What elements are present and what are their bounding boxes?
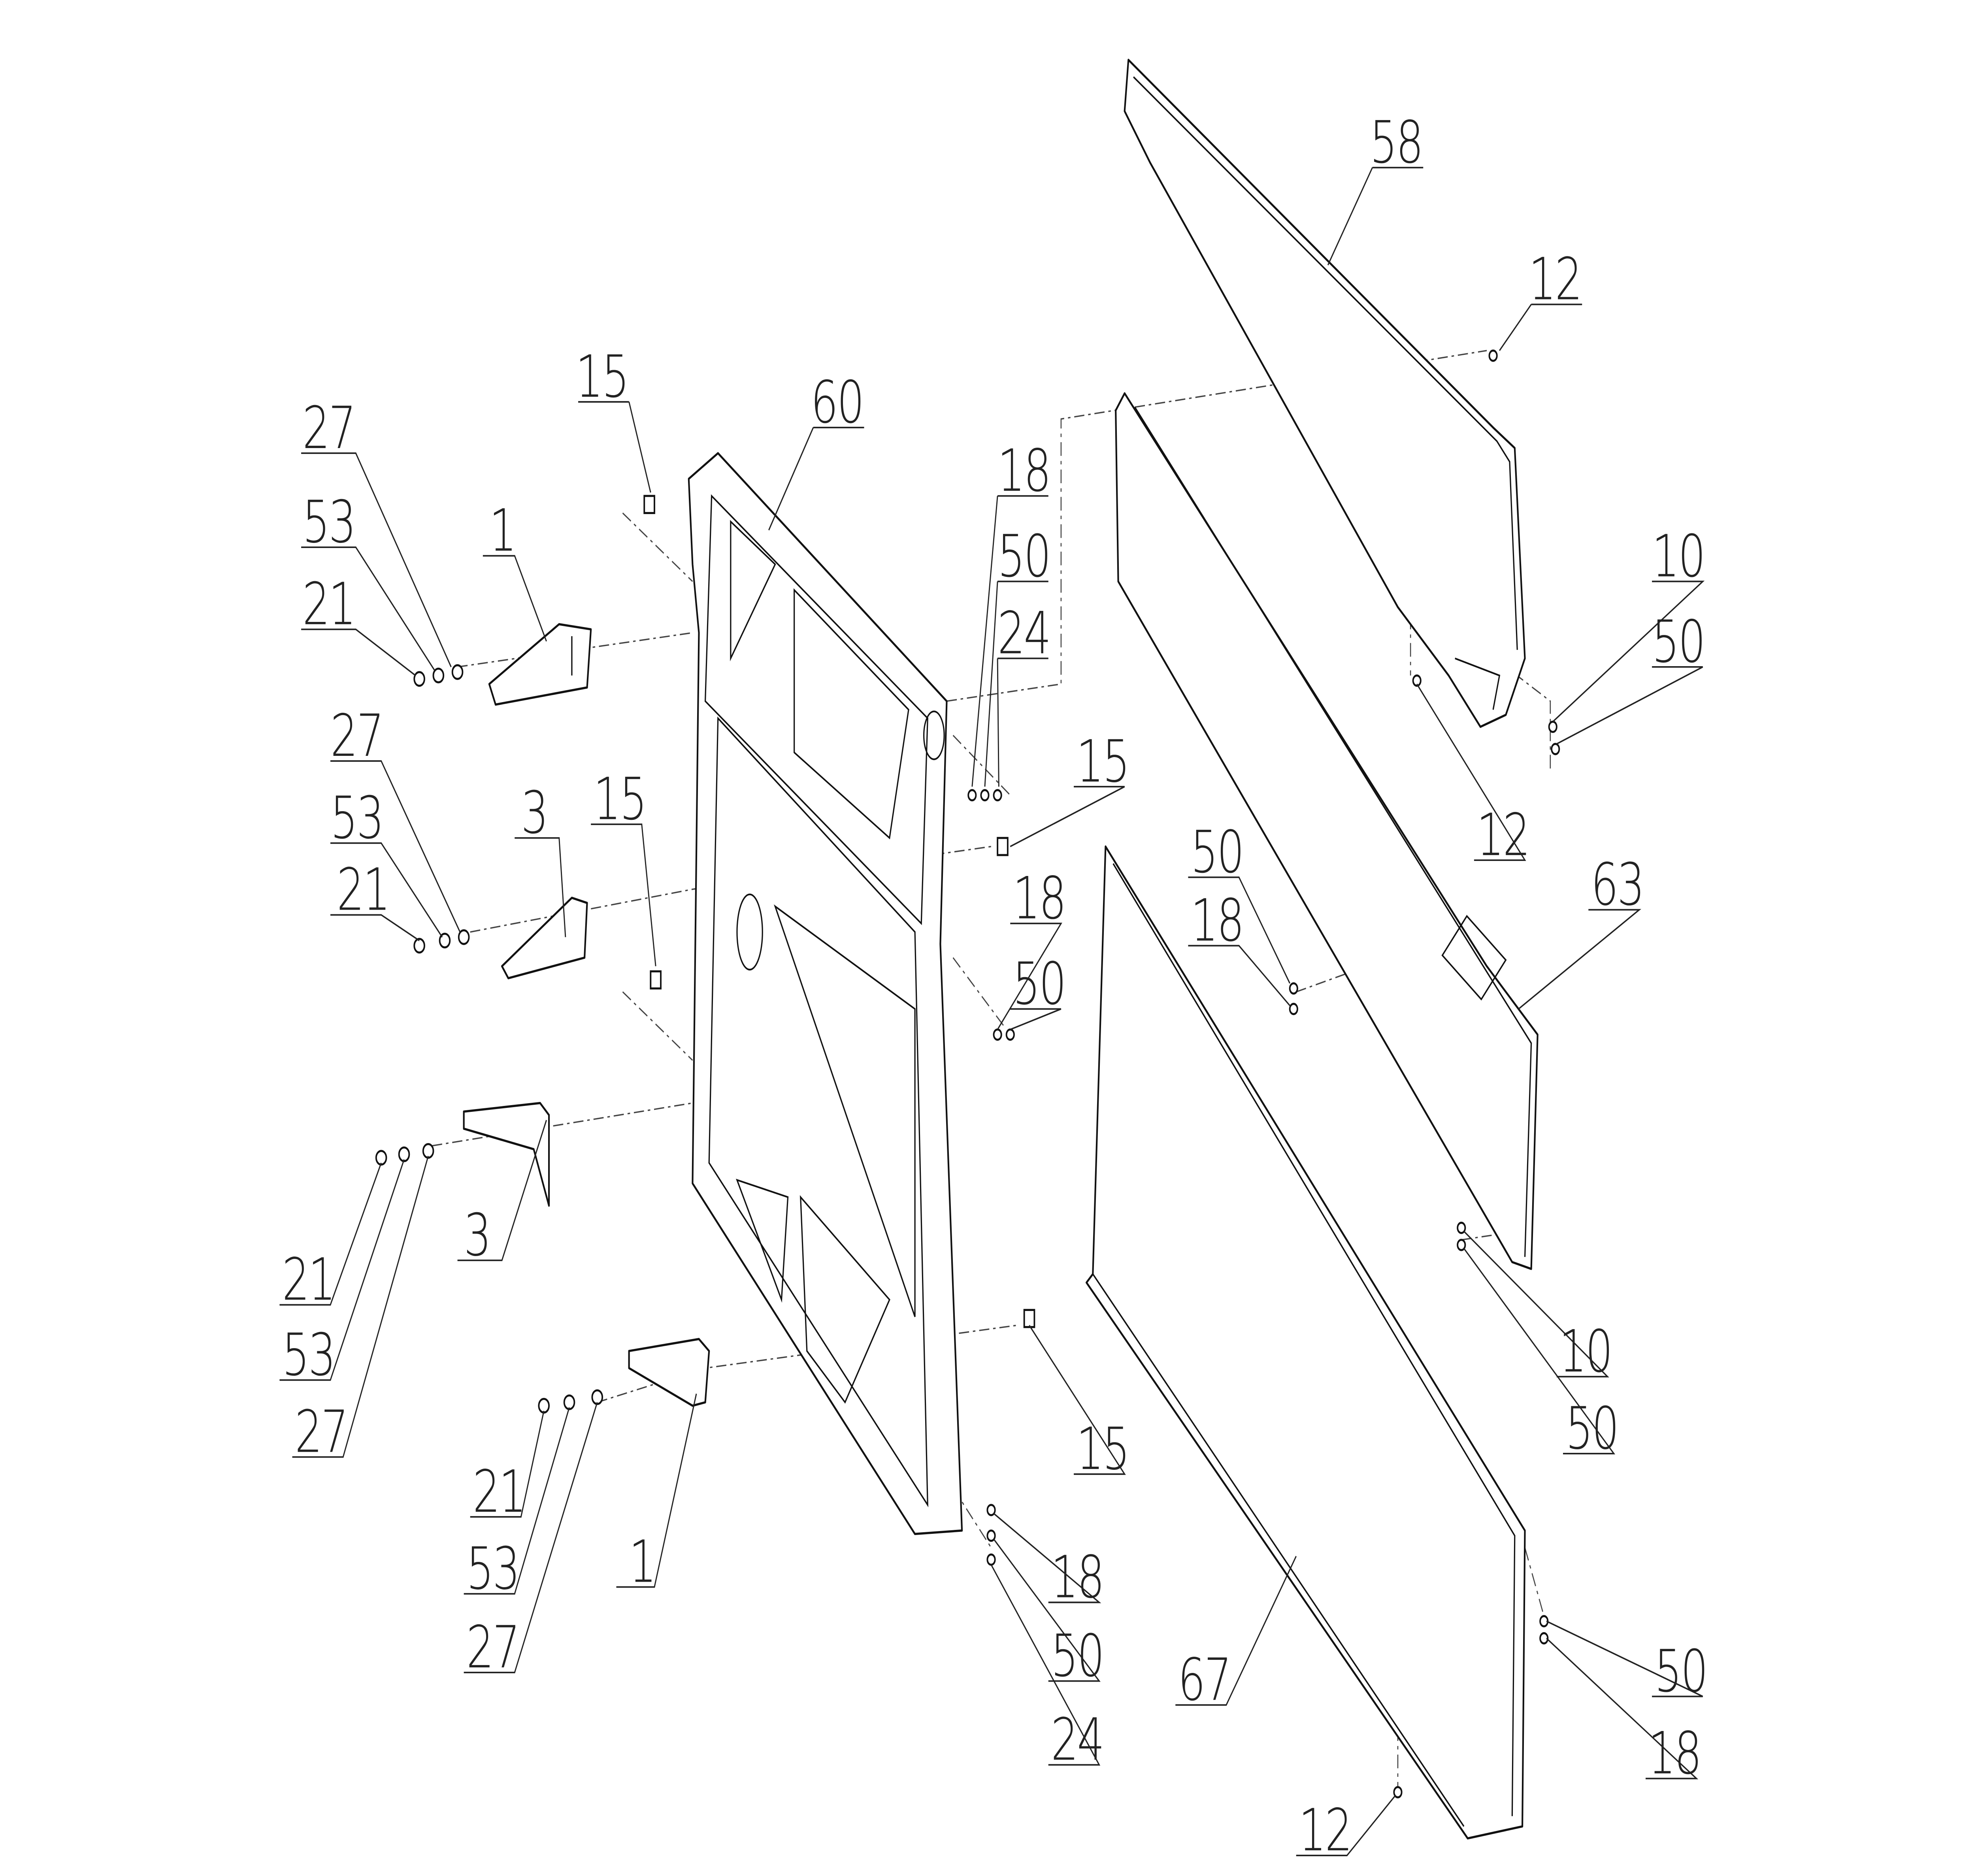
callout-24: 24 (1051, 1706, 1103, 1773)
callout-50: 50 (1652, 608, 1704, 676)
callout-50: 50 (1191, 818, 1243, 886)
callout-18: 18 (1191, 887, 1243, 954)
callout-53: 53 (330, 784, 383, 852)
callout-3: 3 (521, 779, 547, 847)
frame-60 (688, 452, 963, 1535)
callout-18: 18 (997, 437, 1050, 505)
callout-21: 21 (282, 1246, 335, 1313)
bracket-1-top (488, 623, 592, 706)
callout-18: 18 (1013, 865, 1065, 932)
bracket-1-bottom (628, 1338, 710, 1407)
callout-50: 50 (1654, 1637, 1707, 1705)
fasteners (375, 349, 1560, 1799)
callout-18: 18 (1648, 1720, 1701, 1787)
callout-10: 10 (1559, 1318, 1612, 1385)
callout-63: 63 (1591, 851, 1644, 918)
callout-50: 50 (1051, 1622, 1103, 1690)
callout-21: 21 (337, 856, 389, 923)
callout-67: 67 (1178, 1646, 1231, 1714)
panel-58 (1124, 58, 1526, 728)
callout-21: 21 (473, 1458, 525, 1526)
callout-53: 53 (302, 488, 355, 556)
callout-50: 50 (997, 522, 1050, 590)
panel-63 (1115, 392, 1539, 1270)
callout-60: 60 (811, 369, 863, 436)
callout-15: 15 (576, 343, 628, 411)
callout-50: 50 (1565, 1395, 1618, 1462)
panel-67 (1086, 845, 1526, 1840)
callout-12: 12 (1476, 801, 1529, 869)
callout-18: 18 (1051, 1543, 1103, 1611)
callout-labels: 58 12 60 15 27 53 21 1 18 50 24 10 50 12… (282, 109, 1708, 1864)
callout-53: 53 (466, 1535, 519, 1603)
callout-21: 21 (302, 571, 355, 638)
callout-50: 50 (1013, 950, 1065, 1017)
callout-12: 12 (1529, 245, 1581, 313)
callout-10: 10 (1652, 522, 1704, 590)
callout-3: 3 (464, 1202, 490, 1269)
leader-lines (279, 167, 1705, 1857)
bracket-3-lower (463, 1102, 550, 1207)
callout-1: 1 (489, 497, 515, 564)
callout-12: 12 (1299, 1797, 1351, 1864)
callout-15: 15 (594, 765, 646, 833)
callout-1: 1 (629, 1528, 655, 1595)
bracket-3-upper (501, 897, 588, 979)
callout-27: 27 (302, 394, 355, 462)
callout-27: 27 (330, 702, 383, 770)
callout-27: 27 (466, 1614, 519, 1681)
callout-58: 58 (1370, 109, 1422, 176)
callout-15: 15 (1076, 1415, 1129, 1483)
callout-53: 53 (282, 1321, 335, 1389)
callout-27: 27 (295, 1398, 347, 1465)
callout-15: 15 (1076, 728, 1129, 795)
callout-24: 24 (997, 599, 1050, 667)
